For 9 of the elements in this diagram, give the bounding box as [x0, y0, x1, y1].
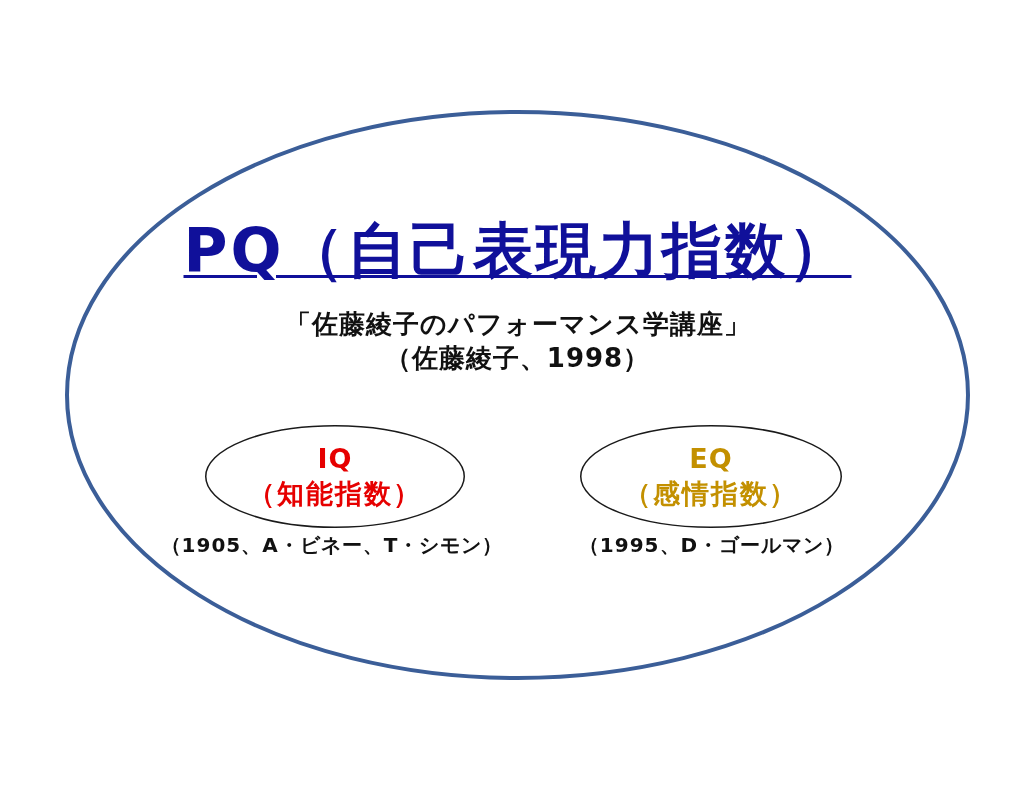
ellipse-label: IQ: [317, 443, 353, 475]
book-title: 「佐藤綾子のパフォーマンス学講座」: [284, 310, 751, 340]
year-author-caption: （1995、D・ゴールマン）: [578, 534, 846, 557]
title-heading: PQ（自己表現力指数）: [183, 216, 852, 285]
year-author-caption: （1905、A・ビネー、T・シモン）: [160, 534, 504, 557]
citation-text: （佐藤綾子、1998）: [384, 344, 651, 374]
ellipse-label: EQ: [689, 443, 733, 475]
ellipse-sublabel: （知能指数）: [248, 478, 422, 510]
ellipse-sublabel: （感情指数）: [624, 478, 798, 510]
